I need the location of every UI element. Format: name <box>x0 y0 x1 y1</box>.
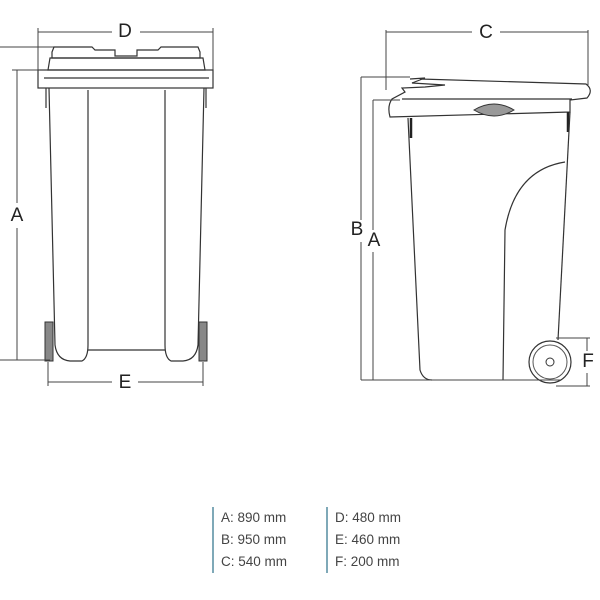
dimension-a-front: A <box>0 69 50 361</box>
label-b: B <box>351 219 364 240</box>
label-d: D <box>118 21 132 42</box>
legend-right-column: D: 480 mm E: 460 mm F: 200 mm <box>326 507 401 573</box>
legend-item-a: A: 890 mm <box>221 510 287 525</box>
wheel-left <box>44 321 54 362</box>
dimension-d: D <box>37 21 214 88</box>
label-e: E <box>119 372 132 393</box>
dimension-a-side: A <box>368 99 400 380</box>
bin-body-front <box>45 87 207 362</box>
legend-item-b: B: 950 mm <box>221 532 287 547</box>
bin-lid-front <box>37 46 214 89</box>
bin-lid-side <box>388 77 591 138</box>
label-f: F <box>582 351 594 372</box>
dimension-e: E <box>47 362 204 393</box>
lid-handle-grip <box>473 103 515 117</box>
wheel-right <box>198 321 208 362</box>
bin-body-side <box>407 111 571 381</box>
label-c: C <box>479 22 493 43</box>
label-a-side: A <box>368 230 381 251</box>
legend-item-f: F: 200 mm <box>335 554 400 569</box>
wheel-side <box>528 340 572 384</box>
label-a-front: A <box>11 205 24 226</box>
front-view: D A E <box>0 21 214 393</box>
dimension-c: C <box>385 22 589 90</box>
legend-left-column: A: 890 mm B: 950 mm C: 540 mm <box>212 507 287 573</box>
side-view: C B A <box>351 22 594 387</box>
dimension-b: B <box>351 76 410 380</box>
dimension-f: F <box>556 337 594 387</box>
legend-item-e: E: 460 mm <box>335 532 401 547</box>
legend-item-d: D: 480 mm <box>335 510 402 525</box>
legend-item-c: C: 540 mm <box>221 554 288 569</box>
